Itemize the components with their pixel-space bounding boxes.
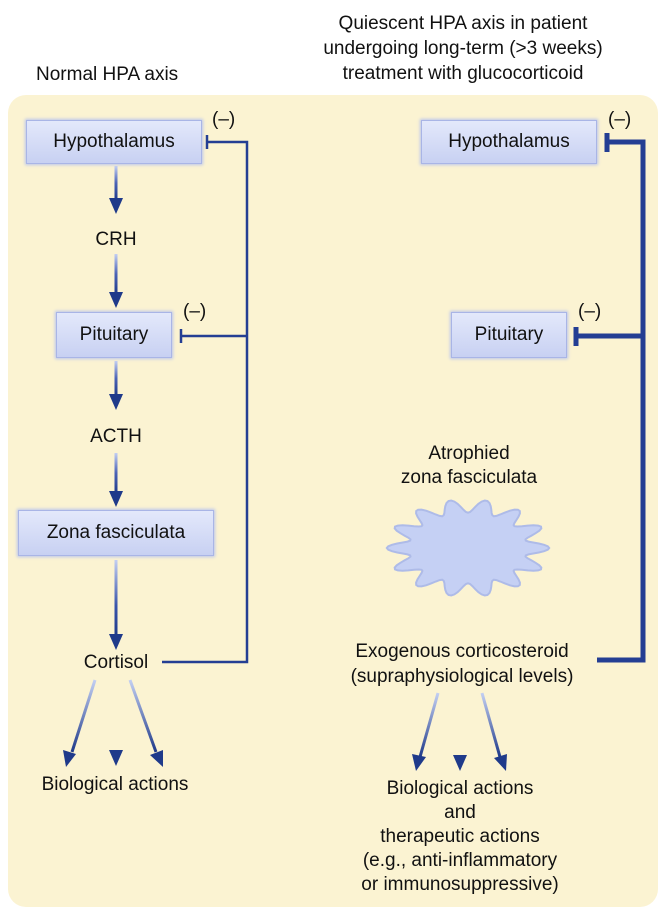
arrowhead-fan-left-1	[63, 750, 76, 767]
right-title-line-2: undergoing long-term (>3 weeks)	[323, 38, 603, 59]
atrophied-label-line-2: zona fasciculata	[400, 467, 538, 488]
arrowhead-acth	[109, 394, 123, 410]
right-actions-line-1: Biological actions	[386, 778, 534, 799]
arrowhead-fan-right-2	[453, 755, 467, 771]
right-pituitary-box: Pituitary	[451, 312, 567, 358]
arrow-crh-to-pituitary	[114, 254, 118, 294]
arrowhead-zona	[109, 491, 123, 507]
left-title: Normal HPA axis	[36, 64, 179, 85]
exogenous-line-1: Exogenous corticosteroid	[355, 641, 569, 662]
right-title-line-3: treatment with glucocorticoid	[342, 63, 584, 84]
left-biological-actions: Biological actions	[41, 774, 189, 795]
right-actions-line-4: (e.g., anti-inflammatory	[362, 850, 558, 871]
arrow-pituitary-to-acth	[114, 361, 118, 396]
right-neg-feedback-1: (–)	[608, 109, 632, 130]
feedback-line-right	[573, 133, 646, 663]
left-pituitary-box: Pituitary	[56, 312, 172, 358]
arrowhead-fan-left-2	[109, 750, 123, 766]
atrophied-label-line-1: Atrophied	[428, 443, 510, 464]
arrow-fan-right-1	[418, 692, 440, 758]
arrowhead-cortisol	[109, 634, 123, 650]
arrowhead-crh	[109, 198, 123, 214]
arrowhead-fan-right-3	[494, 754, 507, 771]
right-actions-line-3: therapeutic actions	[380, 826, 540, 847]
arrow-zona-to-cortisol	[114, 560, 118, 636]
arrow-fan-right-3	[480, 692, 502, 758]
crh-label: CRH	[95, 229, 137, 250]
right-actions-line-2: and	[444, 802, 476, 823]
exogenous-line-2: (supraphysiological levels)	[350, 666, 574, 687]
right-title-line-1: Quiescent HPA axis in patient	[338, 13, 588, 34]
zona-fasciculata-box: Zona fasciculata	[18, 510, 214, 556]
arrowhead-fan-right-1	[412, 754, 426, 771]
arrowhead-fan-left-3	[150, 750, 163, 767]
right-hypothalamus-box: Hypothalamus	[421, 120, 597, 164]
arrowhead-pituitary	[109, 292, 123, 308]
acth-label: ACTH	[90, 426, 142, 447]
cortisol-label: Cortisol	[83, 652, 149, 673]
atrophied-gland-shape	[385, 499, 551, 597]
arrow-acth-to-zona	[114, 453, 118, 493]
left-neg-feedback-1: (–)	[212, 109, 236, 130]
left-neg-feedback-2: (–)	[183, 301, 207, 322]
arrow-fan-left-1	[70, 679, 97, 753]
arrow-fan-left-3	[128, 679, 158, 753]
feedback-line-left	[162, 135, 249, 664]
arrow-hypothalamus-to-crh	[114, 166, 118, 200]
right-neg-feedback-2: (–)	[578, 301, 602, 322]
right-actions-line-5: or immunosuppressive)	[361, 874, 559, 895]
left-hypothalamus-box: Hypothalamus	[26, 120, 202, 164]
